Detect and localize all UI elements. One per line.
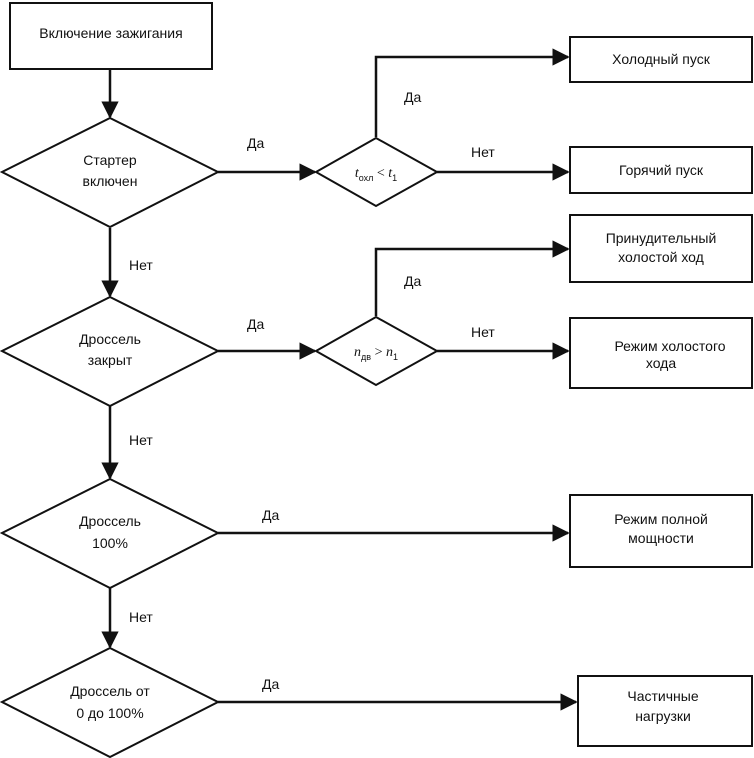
result-forced-idle-line-1: Принудительный <box>606 230 717 246</box>
edge-label-partial-yes: Да <box>262 676 279 692</box>
edge-label-starter-no: Нет <box>129 257 153 273</box>
decision-throttle-100-line-2: 100% <box>92 535 128 551</box>
edge-label-temp-no: Нет <box>471 144 495 160</box>
decision-temperature: tохл < t1 <box>313 136 440 208</box>
decision-throttle-partial: Дроссель от 0 до 100% <box>0 646 221 758</box>
result-idle-mode-line-1: Режим холостого <box>614 338 725 354</box>
edge-label-closed-yes: Да <box>247 316 264 332</box>
result-cold-start: Холодный пуск <box>569 36 753 83</box>
decision-throttle-100: Дроссель 100% <box>0 477 221 590</box>
result-forced-idle-line-2: холостой ход <box>618 249 704 265</box>
decision-throttle-partial-line-1: Дроссель от <box>70 683 150 699</box>
result-partial-load-line-2: нагрузки <box>635 708 691 724</box>
result-idle-mode-line-2: хода <box>646 355 676 371</box>
edge-label-speed-yes: Да <box>404 273 421 289</box>
decision-starter-line-2: включен <box>83 173 138 189</box>
result-full-power-line-1: Режим полной <box>614 511 708 527</box>
condition-temperature: tохл < t1 <box>355 166 397 183</box>
decision-throttle-partial-line-2: 0 до 100% <box>76 705 143 721</box>
result-forced-idle: Принудительный холостой ход <box>569 214 753 283</box>
decision-engine-speed: nдв > n1 <box>313 315 440 387</box>
edge-label-full-yes: Да <box>262 507 279 523</box>
edge-label-full-no: Нет <box>129 609 153 625</box>
result-partial-load-line-1: Частичные <box>627 688 698 704</box>
edge-labels: Да Нет Да Нет Да Нет Да Нет Да Нет Да <box>129 89 495 692</box>
decision-throttle-closed-line-1: Дроссель <box>79 331 141 347</box>
decision-starter: Стартер включен <box>0 116 221 229</box>
decision-throttle-100-line-1: Дроссель <box>79 513 141 529</box>
arrow-temp-check-to-cold-start <box>374 48 570 137</box>
result-hot-start: Горячий пуск <box>569 146 753 194</box>
decision-starter-line-1: Стартер <box>83 152 137 168</box>
condition-engine-speed: nдв > n1 <box>354 345 398 362</box>
edge-label-temp-yes: Да <box>404 89 421 105</box>
result-full-power: Режим полной мощности <box>569 494 753 568</box>
result-full-power-line-2: мощности <box>628 530 694 546</box>
edge-label-starter-yes: Да <box>247 135 264 151</box>
decision-throttle-closed: Дроссель закрыт <box>0 295 221 408</box>
result-idle-mode: Режим холостого хода <box>569 317 753 389</box>
edge-label-closed-no: Нет <box>129 432 153 448</box>
result-partial-load: Частичные нагрузки <box>577 675 753 747</box>
result-hot-start-label: Горячий пуск <box>619 162 704 178</box>
edge-label-speed-no: Нет <box>471 324 495 340</box>
start-box-label: Включение зажигания <box>39 25 182 41</box>
decision-throttle-closed-line-2: закрыт <box>88 352 133 368</box>
connectors <box>101 48 578 711</box>
arrow-speed-check-to-forced-idle <box>374 240 570 316</box>
result-cold-start-label: Холодный пуск <box>612 51 711 67</box>
start-box: Включение зажигания <box>9 2 213 70</box>
